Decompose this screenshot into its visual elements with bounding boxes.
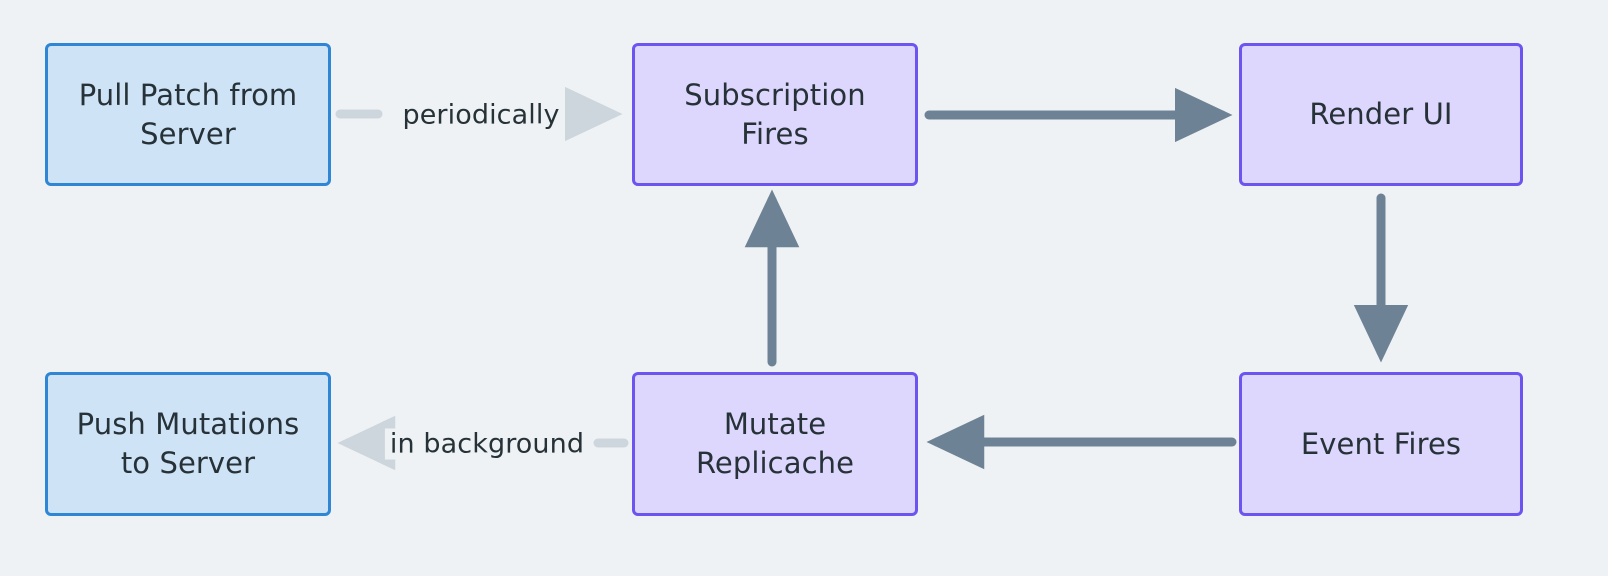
node-pull-patch-from-server[interactable]: Pull Patch from Server — [45, 43, 331, 186]
node-mutate-replicache[interactable]: Mutate Replicache — [632, 372, 918, 516]
edge-label-in-background: in background — [384, 428, 590, 460]
node-event-fires[interactable]: Event Fires — [1239, 372, 1523, 516]
node-subscription-fires[interactable]: Subscription Fires — [632, 43, 918, 186]
node-push-mutations-to-server[interactable]: Push Mutations to Server — [45, 372, 331, 516]
node-render-ui[interactable]: Render UI — [1239, 43, 1523, 186]
edge-label-periodically: periodically — [397, 99, 565, 131]
